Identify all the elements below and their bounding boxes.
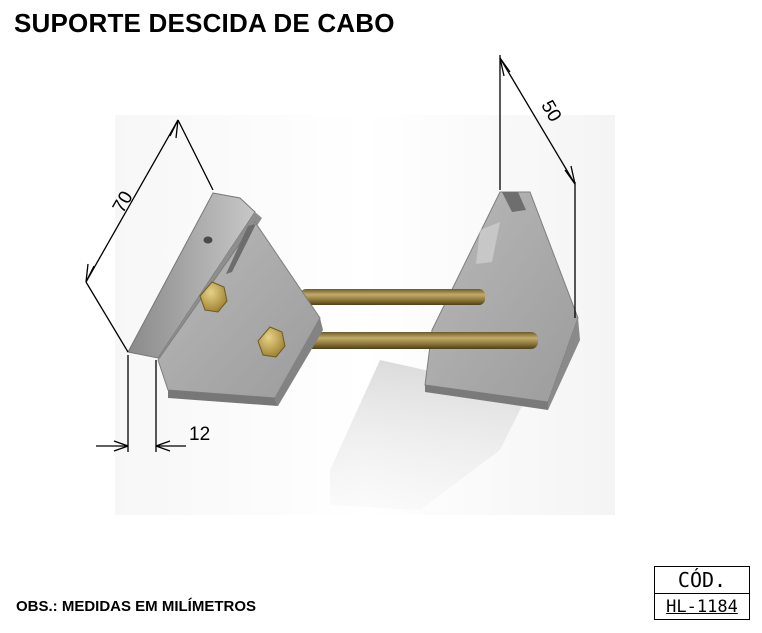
drawing-title: SUPORTE DESCIDA DE CABO — [14, 8, 395, 38]
threaded-rods — [300, 289, 538, 349]
right-plate — [424, 191, 580, 410]
nut-upper — [199, 281, 228, 313]
left-plate — [127, 192, 323, 406]
nut-lower — [257, 326, 286, 358]
rod-lower — [300, 332, 538, 349]
dimension-12-label: 12 — [189, 424, 210, 445]
dimension-70 — [85, 119, 214, 353]
dimension-50 — [499, 55, 576, 318]
hex-nuts — [199, 281, 286, 358]
measurement-note: OBS.: MEDIDAS EM MILÍMETROS — [16, 598, 256, 615]
rod-upper — [300, 289, 485, 305]
code-label: CÓD. — [655, 567, 749, 594]
code-value: HL-1184 — [666, 597, 738, 617]
code-block: CÓD. HL-1184 — [654, 566, 750, 620]
dimension-12 — [96, 355, 186, 452]
